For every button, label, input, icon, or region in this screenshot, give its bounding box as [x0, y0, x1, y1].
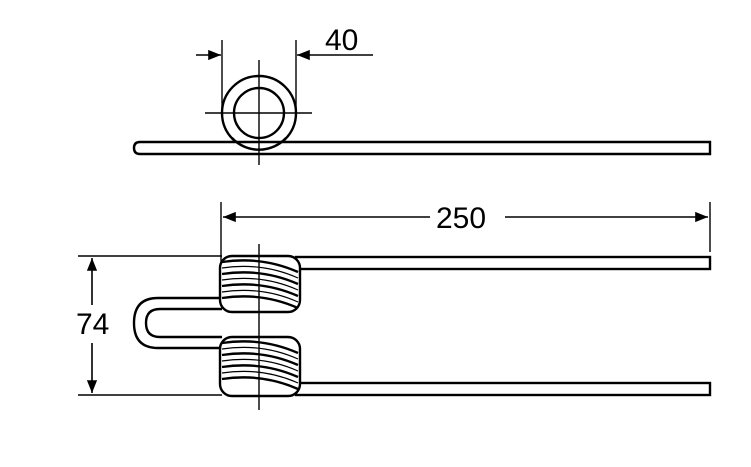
lower-coil	[218, 335, 302, 398]
dim-250-label: 250	[436, 202, 486, 235]
dim-40-label: 40	[325, 24, 358, 57]
upper-tine	[294, 255, 712, 271]
lower-tine	[294, 381, 712, 397]
side-view	[78, 202, 712, 410]
end-view-tine-bar	[132, 140, 712, 156]
upper-coil	[218, 254, 302, 314]
dim-74-label: 74	[76, 308, 109, 341]
connecting-loop	[132, 296, 222, 350]
end-view	[132, 40, 712, 165]
